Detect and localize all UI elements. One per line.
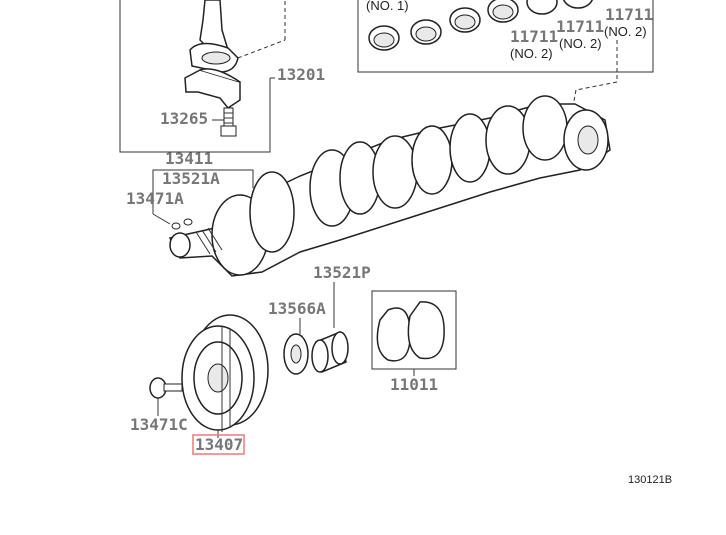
- label-13566a: 13566A: [268, 299, 326, 318]
- label-13265: 13265: [160, 109, 208, 128]
- label-11011: 11011: [390, 375, 438, 394]
- diagram-reference: 130121B: [628, 474, 672, 486]
- crankshaft: [168, 95, 611, 277]
- label-11711-right: 11711: [605, 5, 653, 24]
- label-13471c: 13471C: [130, 415, 188, 434]
- label-no2-left: (NO. 2): [510, 46, 553, 61]
- label-11711-mid: 11711: [556, 17, 604, 36]
- highlight-box-13407: [192, 434, 245, 455]
- label-13201: 13201: [277, 65, 325, 84]
- timing-gear: [311, 330, 349, 374]
- main-bearing-group: [357, 0, 654, 113]
- pulley-bolt: [149, 377, 183, 416]
- label-no1: (NO. 1): [366, 0, 409, 13]
- label-13471a: 13471A: [126, 189, 184, 208]
- thrust-washer-group: [371, 290, 457, 376]
- crankshaft-pulley: [181, 314, 269, 432]
- label-13521p: 13521P: [313, 263, 371, 282]
- label-13521a: 13521A: [162, 169, 220, 188]
- label-11711-left: 11711: [510, 27, 558, 46]
- label-13407[interactable]: 13407: [195, 435, 243, 454]
- label-13411: 13411: [165, 149, 213, 168]
- bearing-shell-row: [368, 0, 593, 51]
- label-no2-mid: (NO. 2): [559, 36, 602, 51]
- connecting-rod-group: [119, 0, 286, 153]
- label-no2-right: (NO. 2): [604, 24, 647, 39]
